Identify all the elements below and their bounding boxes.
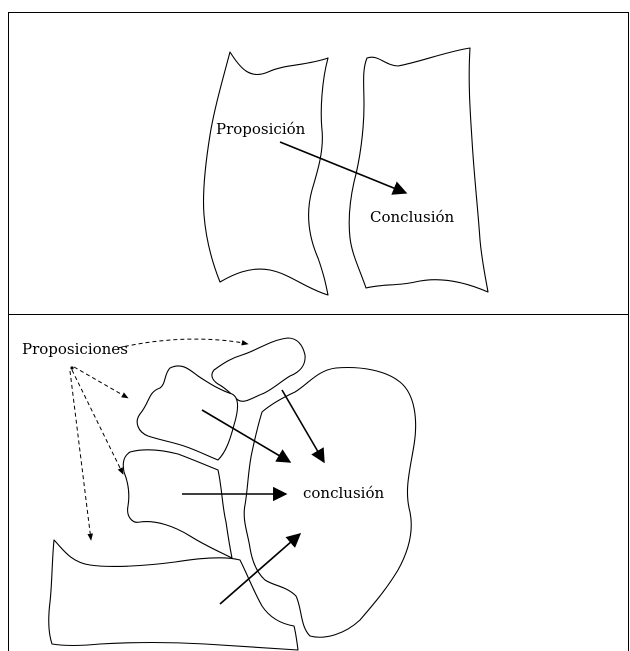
conclusion-label: Conclusión — [370, 208, 455, 226]
conclusion-piece — [349, 48, 488, 292]
pointer-arrow-1 — [118, 339, 248, 348]
top-panel: Proposición Conclusión — [203, 48, 488, 295]
conclusion-label-bottom: conclusión — [303, 484, 384, 502]
bottom-panel: Proposiciones conclusión — [22, 338, 416, 650]
propositions-label: Proposiciones — [22, 340, 128, 358]
pointer-arrow-4 — [70, 371, 91, 540]
pointer-arrow-2 — [74, 367, 128, 398]
proposition-piece — [203, 52, 328, 295]
big-conclusion-piece — [244, 368, 415, 638]
proposition-piece-3 — [123, 450, 232, 558]
proposition-label: Proposición — [216, 120, 306, 138]
pointer-origin-dot — [70, 366, 73, 369]
pointer-arrow-3 — [72, 370, 123, 474]
